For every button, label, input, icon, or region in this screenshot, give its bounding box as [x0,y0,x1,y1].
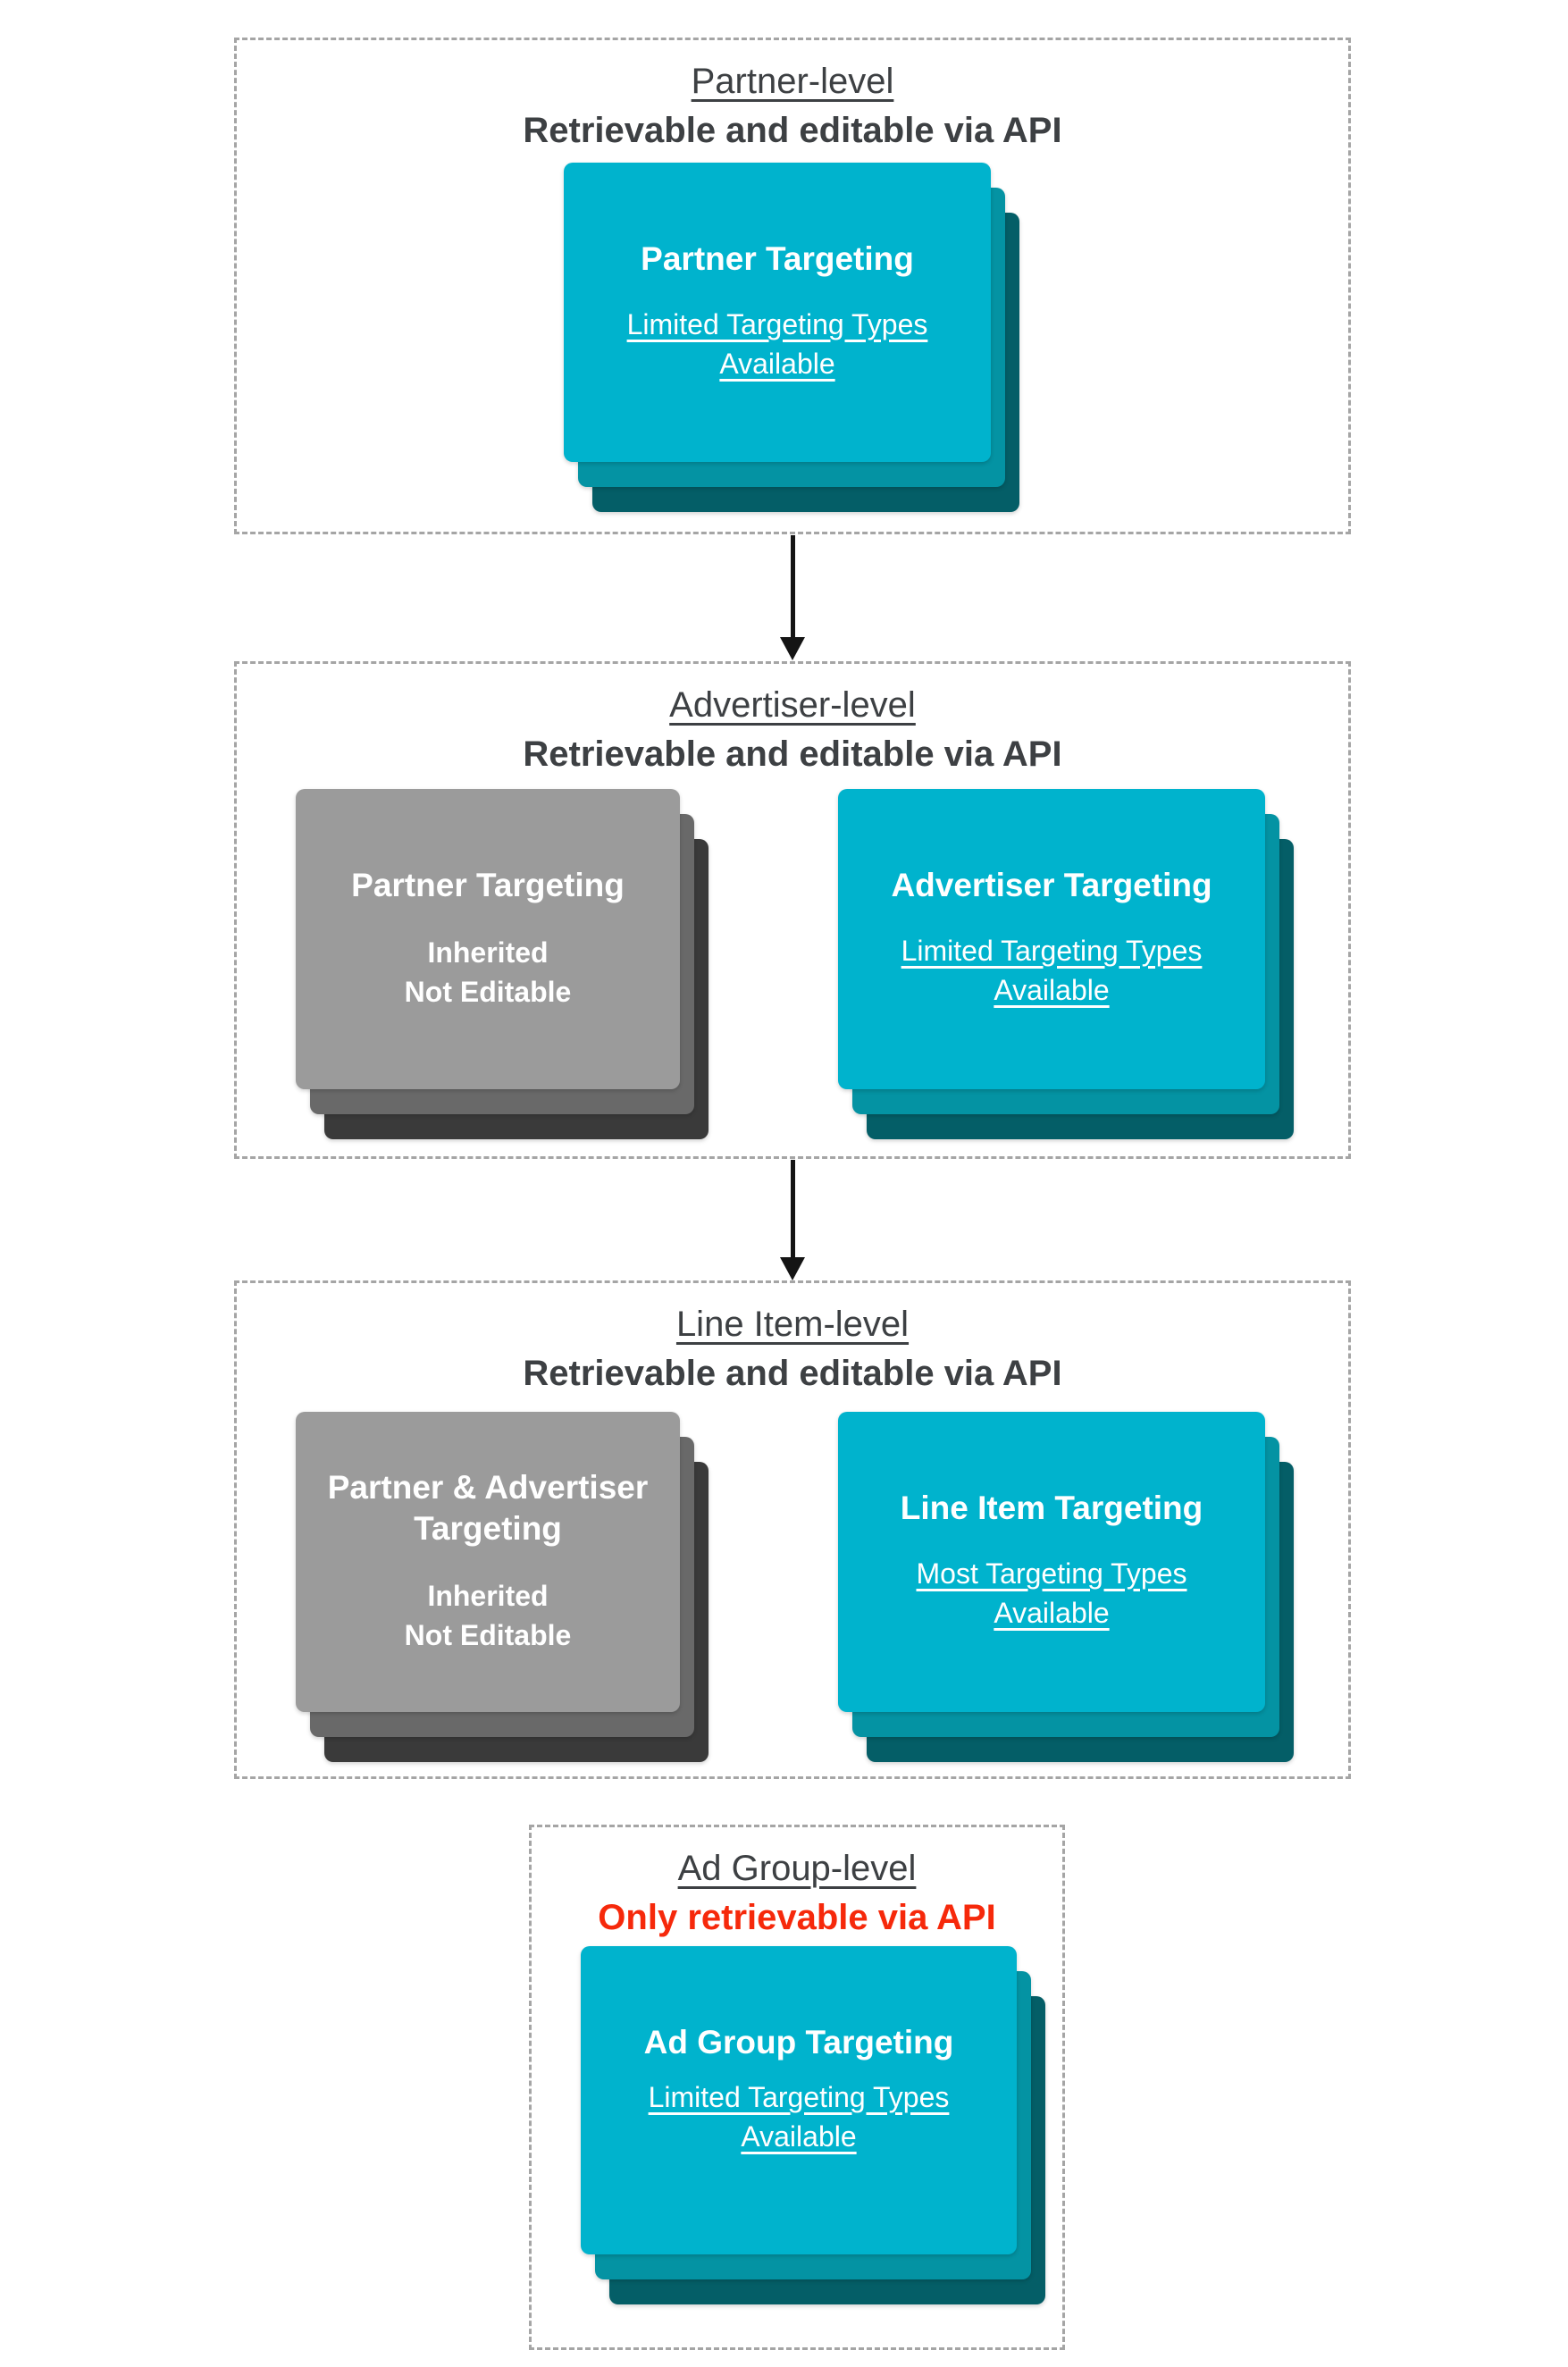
section-subtitle: Retrievable and editable via API [523,734,1062,774]
section-title: Ad Group-level [677,1849,917,1888]
card-info-line: Inherited [427,936,549,969]
card-title: Partner Targeting [641,240,914,277]
card-stack-ad-group-targeting: Ad Group Targeting Limited Targeting Typ… [581,1946,1045,2304]
card-line-item-targeting: Line Item Targeting Most Targeting Types… [838,1412,1265,1712]
section-subtitle: Retrievable and editable via API [523,1354,1062,1393]
card-partner-advertiser-targeting-inherited: Partner & Advertiser Targeting Inherited… [296,1412,680,1712]
section-subtitle: Retrievable and editable via API [523,111,1062,150]
card-stack-advertiser-targeting: Advertiser Targeting Limited Targeting T… [838,789,1294,1139]
arrow-head-icon [780,1257,805,1280]
section-subtitle-warning: Only retrievable via API [598,1898,996,1937]
section-title: Advertiser-level [669,685,916,725]
card-content: Line Item Targeting Most Targeting Types… [838,1412,1265,1712]
card-content: Partner Targeting Limited Targeting Type… [564,163,991,462]
section-partner-level: Partner-level Retrievable and editable v… [234,38,1351,534]
card-subtitle: Limited Targeting Types Available [626,308,928,380]
card-ad-group-targeting: Ad Group Targeting Limited Targeting Typ… [581,1946,1017,2254]
card-advertiser-targeting: Advertiser Targeting Limited Targeting T… [838,789,1265,1089]
card-title: Partner Targeting [351,867,625,903]
card-stack-partner-targeting: Partner Targeting Limited Targeting Type… [564,163,1019,512]
card-title: Ad Group Targeting [643,2024,954,2061]
card-content: Ad Group Targeting Limited Targeting Typ… [581,1946,1017,2254]
card-subtitle: Most Targeting Types Available [916,1557,1187,1629]
card-title: Partner & Advertiser Targeting [327,1469,649,1547]
card-info-line: Not Editable [404,976,572,1008]
card-partner-targeting: Partner Targeting Limited Targeting Type… [564,163,991,462]
card-stack-line-item-targeting: Line Item Targeting Most Targeting Types… [838,1412,1294,1762]
card-stack-inherited-partner-targeting: Partner Targeting Inherited Not Editable [296,789,709,1139]
card-title: Advertiser Targeting [891,867,1212,903]
arrow-head-icon [780,637,805,660]
down-arrow [780,1160,805,1280]
card-subtitle: Limited Targeting Types Available [648,2081,950,2153]
card-content: Advertiser Targeting Limited Targeting T… [838,789,1265,1089]
section-ad-group-level: Ad Group-level Only retrievable via API … [529,1825,1065,2350]
card-info-line: Not Editable [404,1619,572,1651]
section-title: Partner-level [691,62,894,101]
card-title: Line Item Targeting [900,1490,1203,1526]
section-line-item-level: Line Item-level Retrievable and editable… [234,1280,1351,1779]
arrow-line [790,1160,795,1257]
arrow-line [790,535,795,637]
card-stack-inherited-partner-advertiser-targeting: Partner & Advertiser Targeting Inherited… [296,1412,709,1762]
down-arrow [780,535,805,660]
card-info-line: Inherited [427,1580,549,1612]
card-subtitle: Limited Targeting Types Available [901,935,1203,1006]
card-content: Partner & Advertiser Targeting Inherited… [296,1412,680,1712]
card-content: Partner Targeting Inherited Not Editable [296,789,680,1089]
card-partner-targeting-inherited: Partner Targeting Inherited Not Editable [296,789,680,1089]
section-advertiser-level: Advertiser-level Retrievable and editabl… [234,661,1351,1159]
section-title: Line Item-level [675,1305,910,1344]
